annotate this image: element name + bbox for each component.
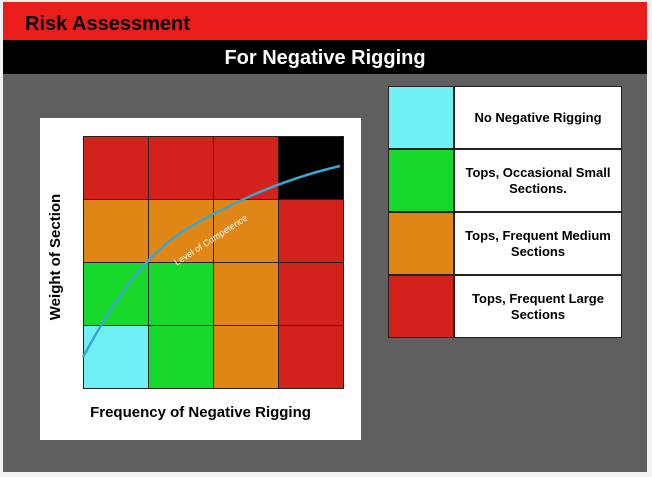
legend-row: No Negative Rigging (388, 86, 622, 149)
legend-label: Tops, Frequent Large Sections (454, 275, 622, 338)
competence-curve (81, 164, 341, 358)
legend-label: Tops, Frequent Medium Sections (454, 212, 622, 275)
y-axis-label: Weight of Section (47, 193, 64, 321)
matrix-cell-orange (148, 199, 214, 263)
title-bar: Risk Assessment (3, 2, 647, 40)
legend-row: Tops, Frequent Large Sections (388, 275, 622, 338)
slide: Risk Assessment For Negative Rigging Lev… (3, 2, 647, 472)
page-title: Risk Assessment (25, 13, 190, 35)
legend-label: No Negative Rigging (454, 86, 622, 149)
legend-swatch-green (388, 149, 454, 212)
page-subtitle: For Negative Rigging (224, 47, 426, 69)
matrix-cell-red (83, 136, 149, 200)
legend-row: Tops, Frequent Medium Sections (388, 212, 622, 275)
legend-label: Tops, Occasional Small Sections. (454, 149, 622, 212)
legend-row: Tops, Occasional Small Sections. (388, 149, 622, 212)
risk-matrix-grid (83, 136, 344, 389)
matrix-cell-red (278, 262, 344, 326)
matrix-cell-red (278, 325, 344, 389)
x-axis-label: Frequency of Negative Rigging (90, 404, 311, 421)
subtitle-bar: For Negative Rigging (3, 40, 647, 74)
matrix-cell-red (148, 136, 214, 200)
legend-swatch-orange (388, 212, 454, 275)
matrix-cell-green (148, 262, 214, 326)
competence-curve-line (81, 164, 341, 358)
risk-matrix-panel: Level of Competence Weight of Section Fr… (40, 118, 361, 440)
legend-swatch-cyan (388, 86, 454, 149)
legend-swatch-red (388, 275, 454, 338)
matrix-cell-green (148, 325, 214, 389)
matrix-cell-orange (83, 199, 149, 263)
matrix-cell-red (278, 199, 344, 263)
